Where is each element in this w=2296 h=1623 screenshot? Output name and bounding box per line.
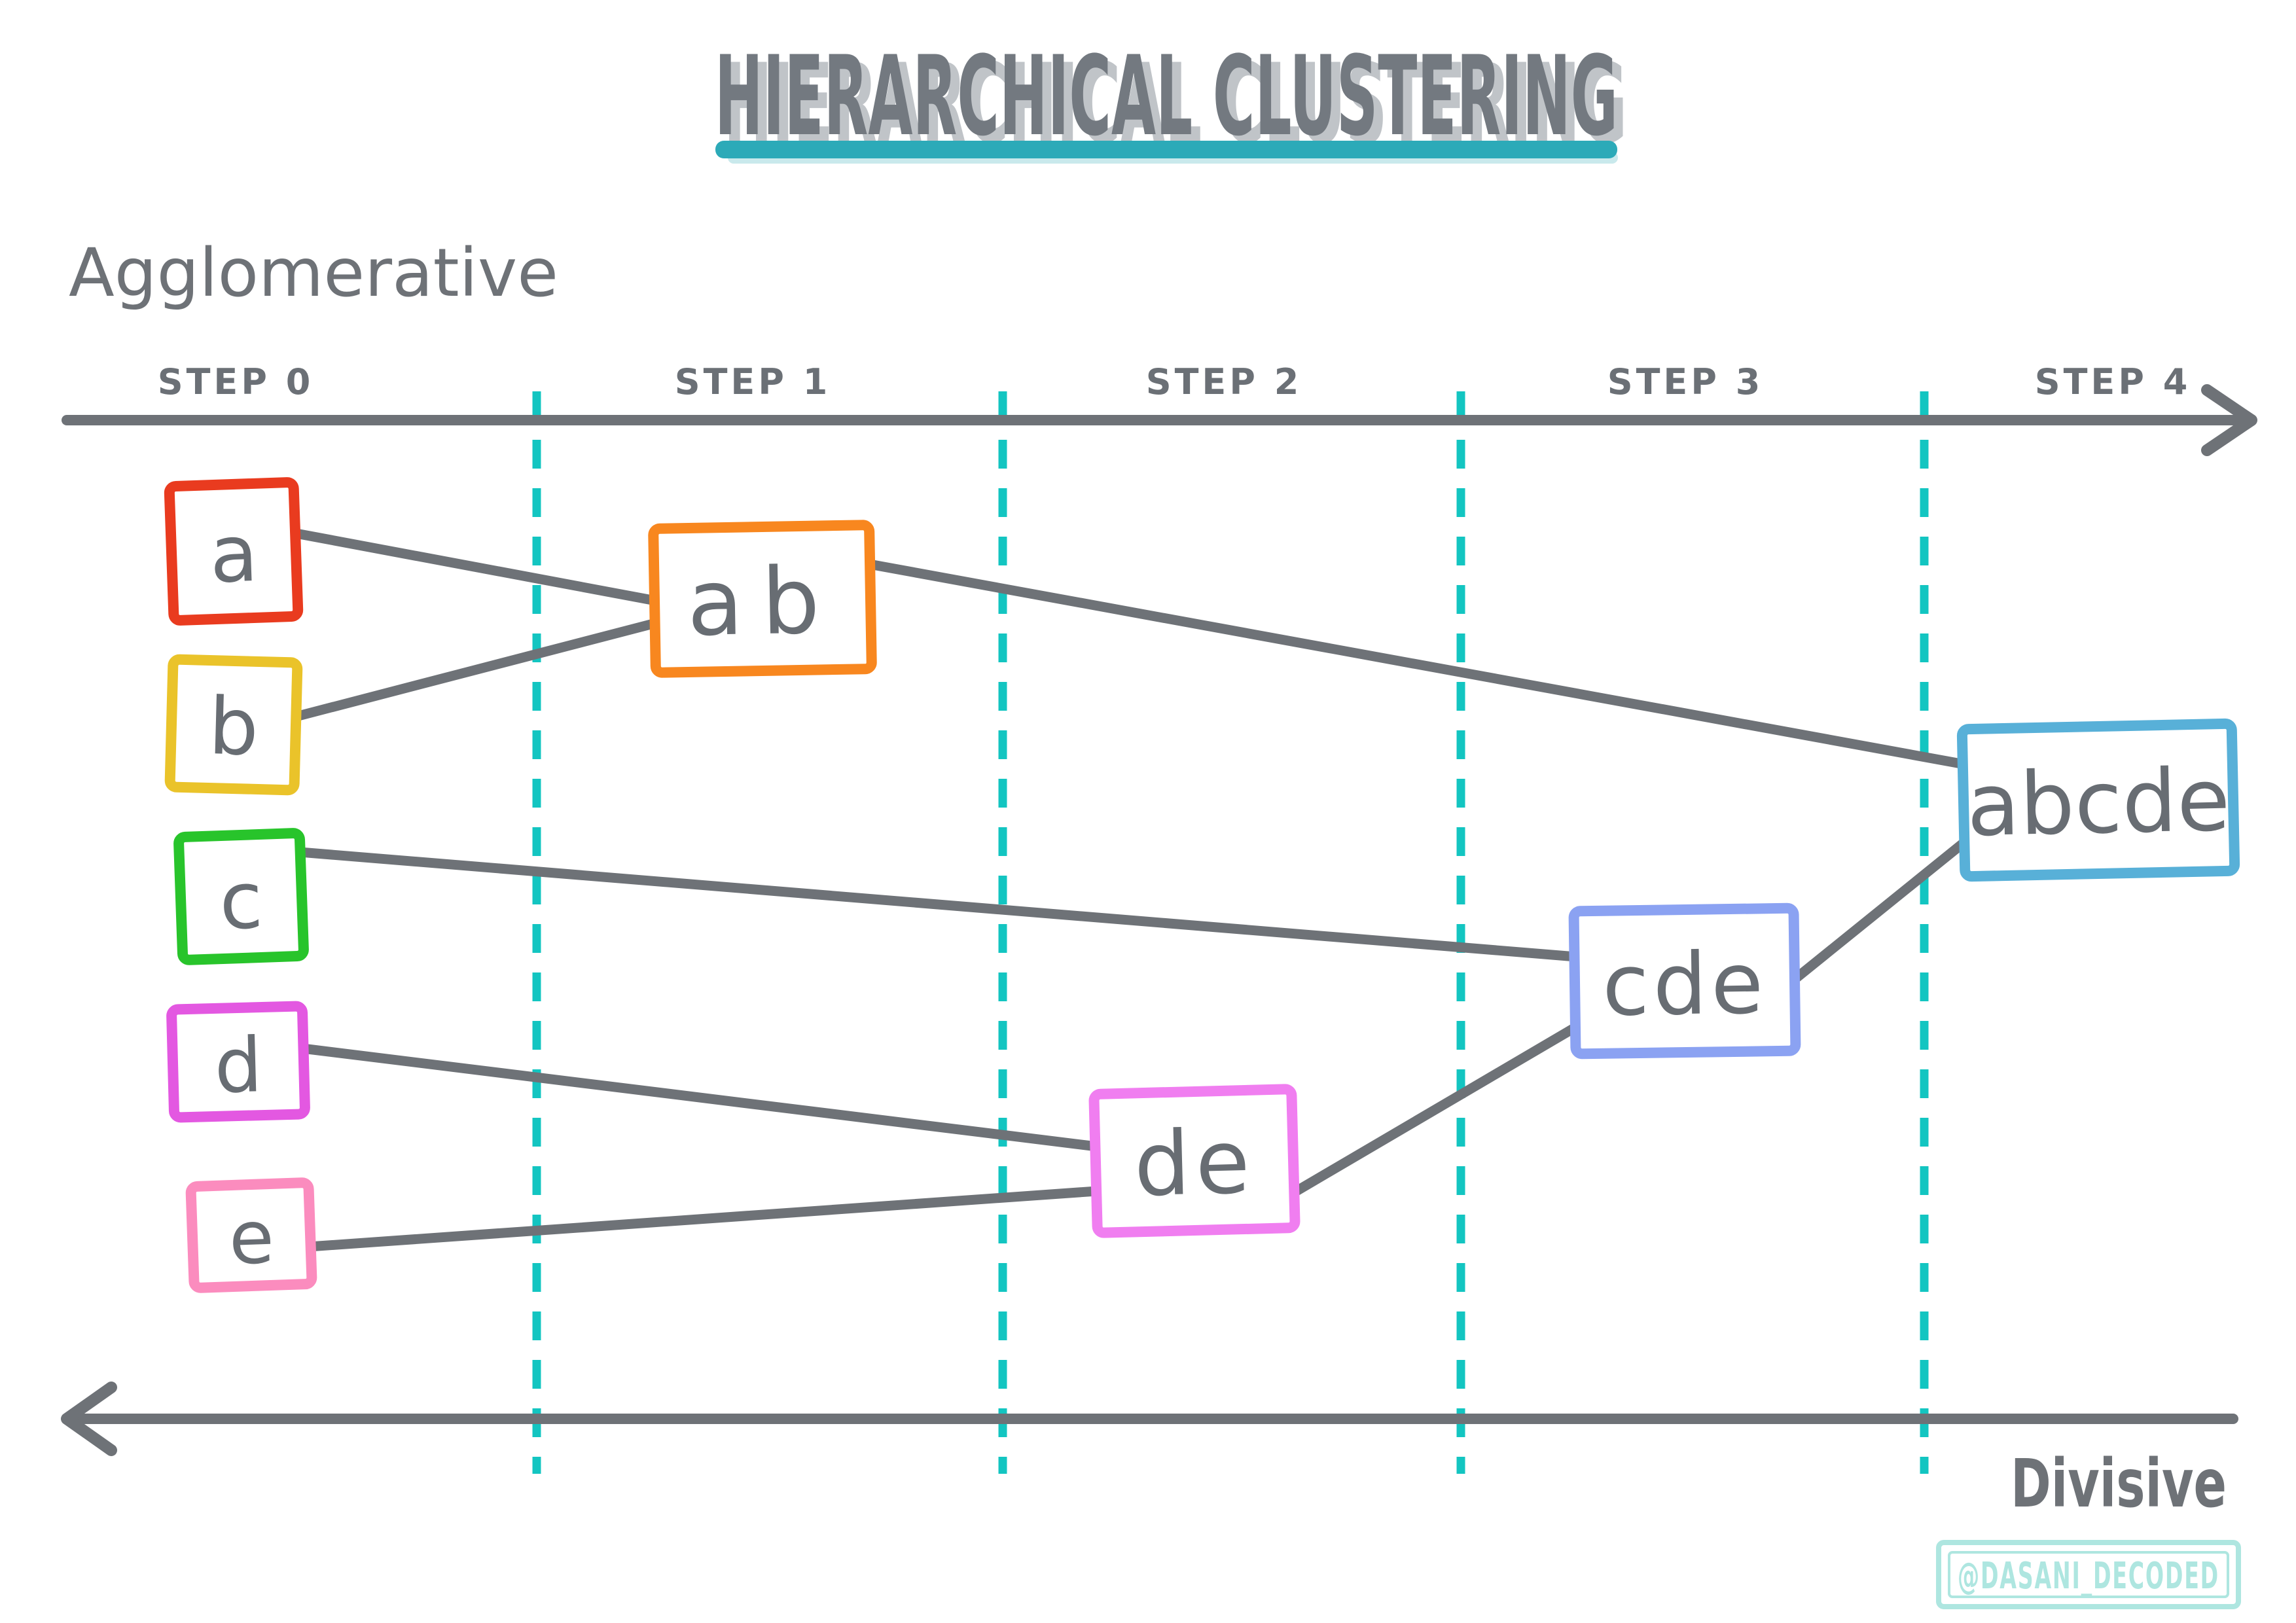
cluster-box-a-border [164, 477, 304, 626]
cluster-box-d: d [166, 1001, 310, 1123]
watermark-border [1936, 1540, 2241, 1609]
cluster-box-de: de [1088, 1084, 1300, 1238]
cluster-box-d-border [166, 1001, 310, 1123]
cluster-box-a: a [164, 477, 304, 626]
cluster-box-c-border [173, 828, 309, 965]
agglomerative-axis-arrow [62, 384, 2257, 456]
watermark: @DASANI_DECODED [1936, 1540, 2241, 1609]
edge-b-to-ab [291, 618, 661, 722]
cluster-box-c: c [173, 828, 309, 965]
cluster-box-e: e [185, 1177, 317, 1293]
right-arrowhead-icon [2201, 384, 2257, 456]
watermark-text: @DASANI_DECODED [1958, 1555, 2219, 1597]
edge-e-to-de [304, 1186, 1102, 1252]
edge-de-to-cde [1287, 1021, 1583, 1199]
cluster-label-d: d [213, 1022, 263, 1111]
cluster-box-cde-border [1568, 902, 1801, 1060]
cluster-label-de: de [1133, 1111, 1257, 1217]
agglomerative-label: Agglomerative [69, 234, 558, 312]
cluster-box-abcde-border [1956, 718, 2240, 882]
cluster-box-b: b [164, 654, 303, 796]
edge-c-to-cde [295, 847, 1581, 962]
cluster-box-cde: cde [1568, 902, 1801, 1060]
cluster-box-ab: ab [648, 520, 877, 678]
divisive-axis-arrow [61, 1382, 2238, 1456]
cluster-label-abcde: abcde [1965, 750, 2231, 856]
cluster-label-cde: cde [1602, 933, 1768, 1035]
edge-d-to-de [297, 1043, 1102, 1152]
cluster-label-a: a [208, 508, 259, 601]
cluster-box-abcde: abcde [1956, 718, 2240, 882]
step-label-2: STEP 2 [1146, 361, 1302, 402]
edge-a-to-ab [291, 528, 661, 606]
divisive-label: Divisive [2011, 1445, 2227, 1523]
step-label-3: STEP 3 [1607, 361, 1764, 402]
page-title: HIERARCHICAL CLUSTERING [715, 32, 1618, 160]
cluster-label-c: c [218, 855, 264, 948]
left-arrowhead-icon [61, 1382, 117, 1456]
watermark-border-inner [1948, 1551, 2229, 1598]
cluster-box-de-border [1088, 1084, 1300, 1238]
cluster-label-b: b [207, 681, 260, 774]
cluster-box-e-border [185, 1177, 317, 1293]
step-label-4: STEP 4 [2035, 361, 2191, 402]
cluster-label-ab: ab [686, 548, 838, 657]
cluster-box-ab-border [648, 520, 877, 678]
step-label-1: STEP 1 [675, 361, 831, 402]
cluster-box-b-border [164, 654, 303, 796]
cluster-label-e: e [227, 1195, 275, 1281]
edge-ab-to-abcde [864, 559, 1970, 770]
edge-cde-to-abcde [1788, 838, 1969, 986]
title-underline [715, 141, 1617, 158]
step-label-0: STEP 0 [158, 361, 314, 402]
